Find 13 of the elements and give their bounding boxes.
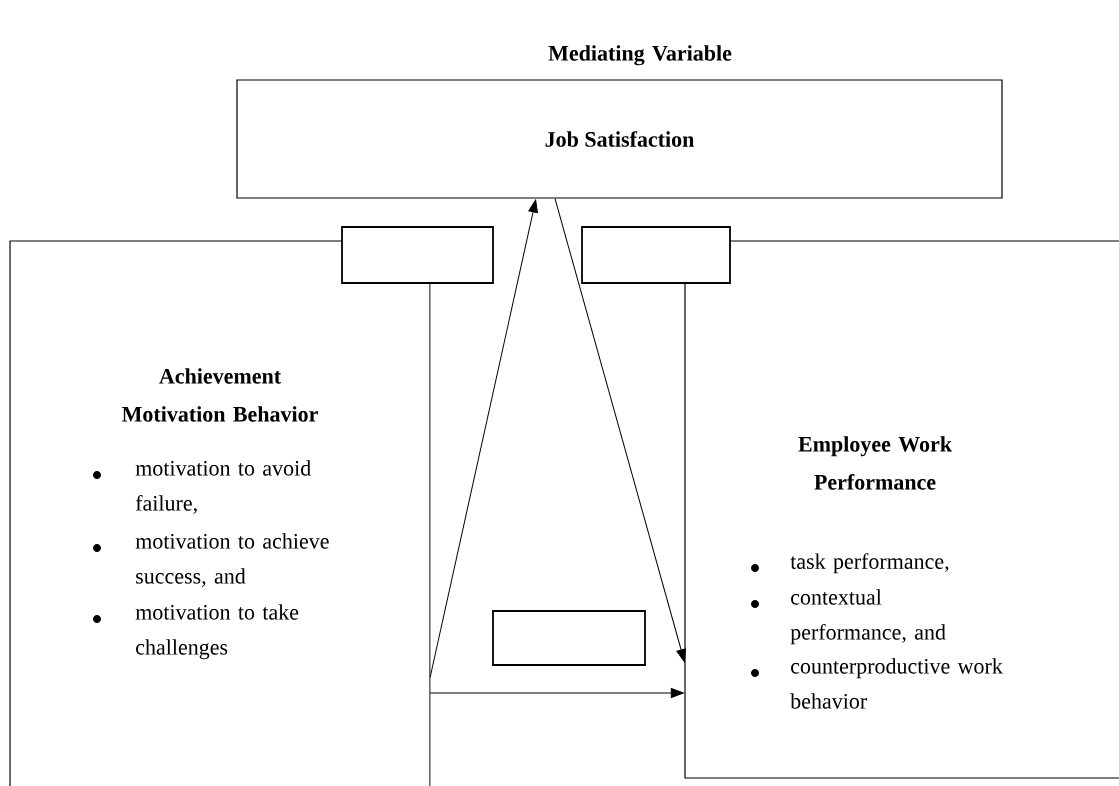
bullet-text: task performance, [790,553,949,574]
arrow [429,199,538,678]
process-box: Job Satisfaction [236,79,1003,199]
empty-box [492,610,646,666]
panel-heading: Achievement Motivation Behavior [122,368,318,422]
arrow [554,198,686,663]
arrow [429,688,684,698]
panel-heading: Employee Work Performance [798,436,952,490]
heading: Mediating Variable [548,45,732,66]
empty-box [581,226,731,284]
bullet-text: counterproductive work behavior [790,658,1003,709]
bullet-text: motivation to take challenges [135,604,299,660]
empty-box [341,226,494,284]
